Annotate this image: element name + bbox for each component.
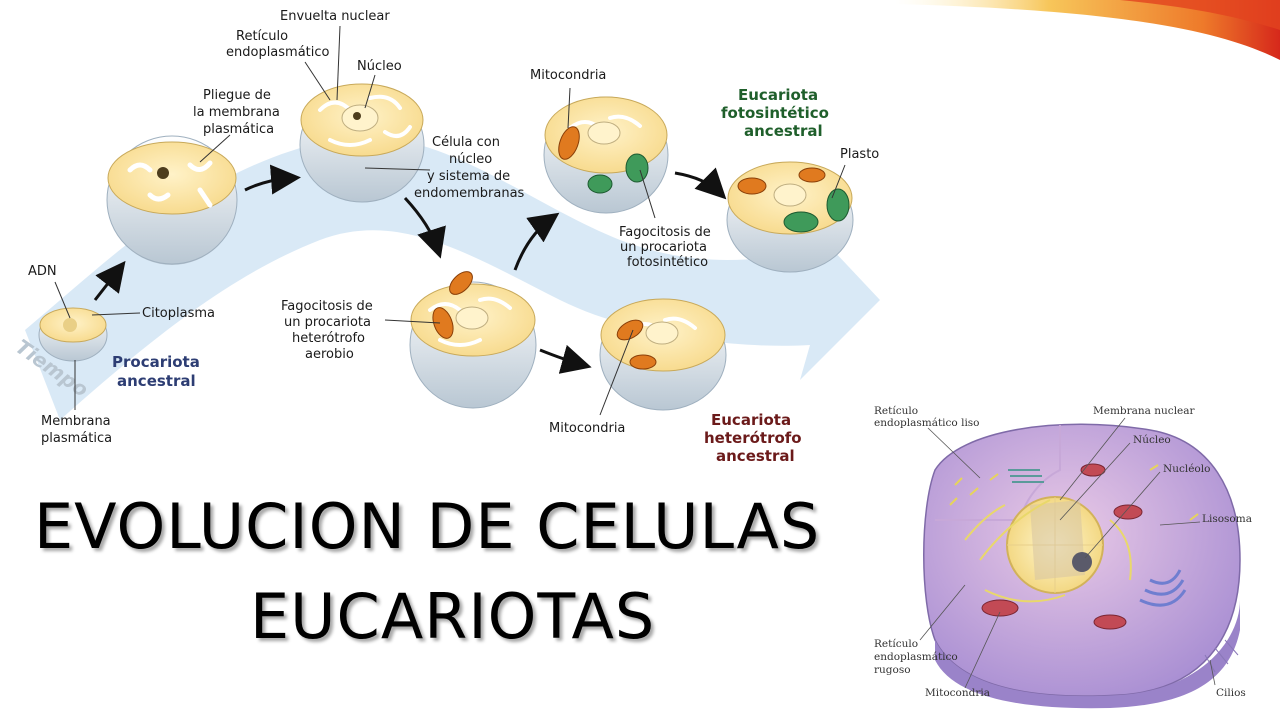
cell-label-membrana-nuclear: Membrana nuclear [1093, 405, 1196, 417]
animal-cell-figure: Retículo endoplasmático liso Membrana nu… [874, 405, 1252, 709]
stage-arrows [93, 164, 727, 374]
label-fago-fot-2: un procariota [620, 240, 707, 255]
label-envuelta: Envuelta nuclear [280, 9, 390, 24]
label-fago-fot-1: Fagocitosis de [619, 225, 711, 240]
label-mitocondria-bottom: Mitocondria [549, 421, 625, 436]
stage-fotosintetico-1: Eucariota [738, 86, 818, 104]
folding-membrane-cell [106, 135, 238, 265]
label-mitocondria-top: Mitocondria [530, 68, 606, 83]
label-pliegue-3: plasmática [203, 122, 274, 137]
label-reticulo-1: Retículo [236, 29, 288, 44]
stage-procariota-1: Procariota [112, 353, 200, 371]
cell-label-reticulo-liso-1: Retículo [874, 405, 918, 417]
leader-lines [54, 25, 846, 416]
photosynthetic-eukaryote-cell [726, 161, 854, 273]
label-celula-2: núcleo [449, 152, 492, 167]
cell-label-reticulo-rugoso-3: rugoso [874, 664, 911, 676]
stage-heterotrofo-2: heterótrofo [704, 429, 802, 447]
cell-label-mitocondria: Mitocondria [925, 687, 990, 699]
label-plasto: Plasto [840, 147, 879, 162]
label-fago-aer-3: heterótrofo [292, 331, 365, 346]
label-fago-aer-2: un procariota [284, 315, 371, 330]
mitochondria-cell-top [543, 96, 669, 214]
evolution-flow-arrow [25, 136, 880, 420]
heterotroph-eukaryote-cell [599, 298, 727, 411]
cell-label-nucleo: Núcleo [1133, 434, 1171, 446]
cell-label-reticulo-rugoso-2: endoplasmático [874, 651, 958, 663]
label-citoplasma: Citoplasma [142, 306, 215, 321]
label-reticulo-2: endoplasmático [226, 45, 330, 60]
label-adn: ADN [28, 264, 57, 279]
label-fago-aer-4: aerobio [305, 347, 354, 362]
procariota-cell [38, 307, 108, 362]
label-pliegue-2: la membrana [193, 105, 280, 120]
stage-heterotrofo-3: ancestral [716, 447, 795, 465]
label-fago-fot-3: fotosintético [627, 255, 708, 270]
title-line-2: EUCARIOTAS [250, 580, 656, 653]
label-membrana-1: Membrana [41, 414, 111, 429]
stage-fotosintetico-2: fotosintético [721, 104, 829, 122]
label-nucleo: Núcleo [357, 59, 402, 74]
stage-fotosintetico-3: ancestral [744, 122, 823, 140]
aerobe-phagocytosis-cell [409, 271, 537, 409]
cell-label-nucleolo: Nucléolo [1163, 463, 1210, 475]
cell-label-reticulo-rugoso-1: Retículo [874, 638, 918, 650]
cell-label-cilios: Cilios [1216, 687, 1246, 699]
label-membrana-2: plasmática [41, 431, 112, 446]
stage-heterotrofo-1: Eucariota [711, 411, 791, 429]
stage-procariota-2: ancestral [117, 372, 196, 390]
label-celula-4: endomembranas [414, 186, 525, 201]
label-pliegue-1: Pliegue de [203, 88, 271, 103]
label-celula-3: y sistema de [427, 169, 510, 184]
nucleus-endomembrane-cell [299, 83, 425, 203]
corner-accent [895, 0, 1280, 60]
label-fago-aer-1: Fagocitosis de [281, 299, 373, 314]
cell-label-lisosoma: Lisosoma [1202, 513, 1252, 525]
cell-label-reticulo-liso-2: endoplasmático liso [874, 417, 980, 429]
diagram-labels: ADN Citoplasma Membrana plasmática Plieg… [28, 9, 879, 465]
title-line-1: EVOLUCION DE CELULAS [34, 490, 821, 563]
label-celula-1: Célula con [432, 135, 500, 150]
